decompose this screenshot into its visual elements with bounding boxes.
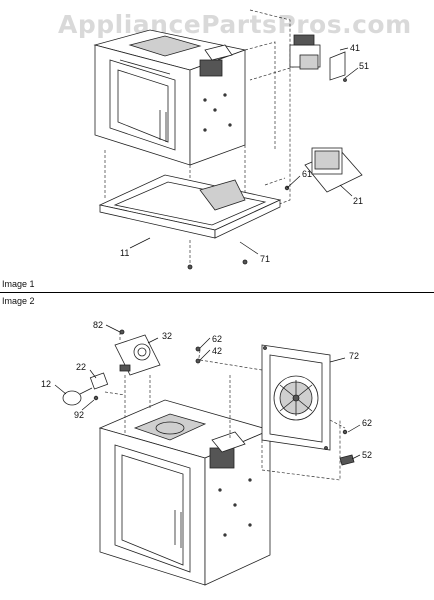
panel-label-image-1: Image 1 — [2, 279, 35, 289]
screw-icon — [342, 429, 348, 435]
image1-drawing: 41 51 21 61 11 71 — [93, 9, 369, 270]
callout-52: 52 — [362, 450, 372, 460]
image2-drawing: 82 32 62 42 72 22 12 92 62 52 — [41, 320, 372, 586]
fan-assembly-72 — [261, 344, 331, 451]
image1-leaders — [129, 47, 359, 255]
callout-42: 42 — [212, 346, 222, 356]
lamp-socket-32 — [114, 334, 161, 376]
oven-cavity-frame-2 — [98, 399, 272, 586]
transformer-41 — [289, 34, 347, 82]
clip-icon — [339, 454, 355, 466]
screw-icon — [187, 264, 193, 270]
callout-12: 12 — [41, 379, 51, 389]
callout-51: 51 — [359, 61, 369, 71]
image2-dashed-guides — [104, 330, 346, 481]
callout-62-b: 62 — [362, 418, 372, 428]
callout-61: 61 — [302, 169, 312, 179]
screw-icon — [195, 358, 201, 364]
panel-label-image-2: Image 2 — [2, 296, 35, 306]
screw-icon — [195, 346, 201, 352]
watermark: AppliancePartsPros.com — [58, 10, 412, 39]
oven-cavity-frame — [93, 29, 247, 166]
transformer-21 — [284, 147, 363, 193]
callout-92: 92 — [74, 410, 84, 420]
callout-32: 32 — [162, 331, 172, 341]
image2-leaders — [54, 324, 361, 460]
callout-22: 22 — [76, 362, 86, 372]
callout-72: 72 — [349, 351, 359, 361]
callout-62: 62 — [212, 334, 222, 344]
screw-icon — [119, 329, 125, 335]
callout-41: 41 — [350, 43, 360, 53]
callout-21: 21 — [353, 196, 363, 206]
callout-82: 82 — [93, 320, 103, 330]
callout-71: 71 — [260, 254, 270, 264]
screw-icon — [93, 395, 99, 401]
callout-11: 11 — [120, 248, 129, 258]
base-pan — [98, 174, 282, 239]
panel-divider — [0, 292, 434, 293]
screw-icon — [242, 259, 248, 265]
lamp-bulb-12 — [62, 372, 109, 406]
